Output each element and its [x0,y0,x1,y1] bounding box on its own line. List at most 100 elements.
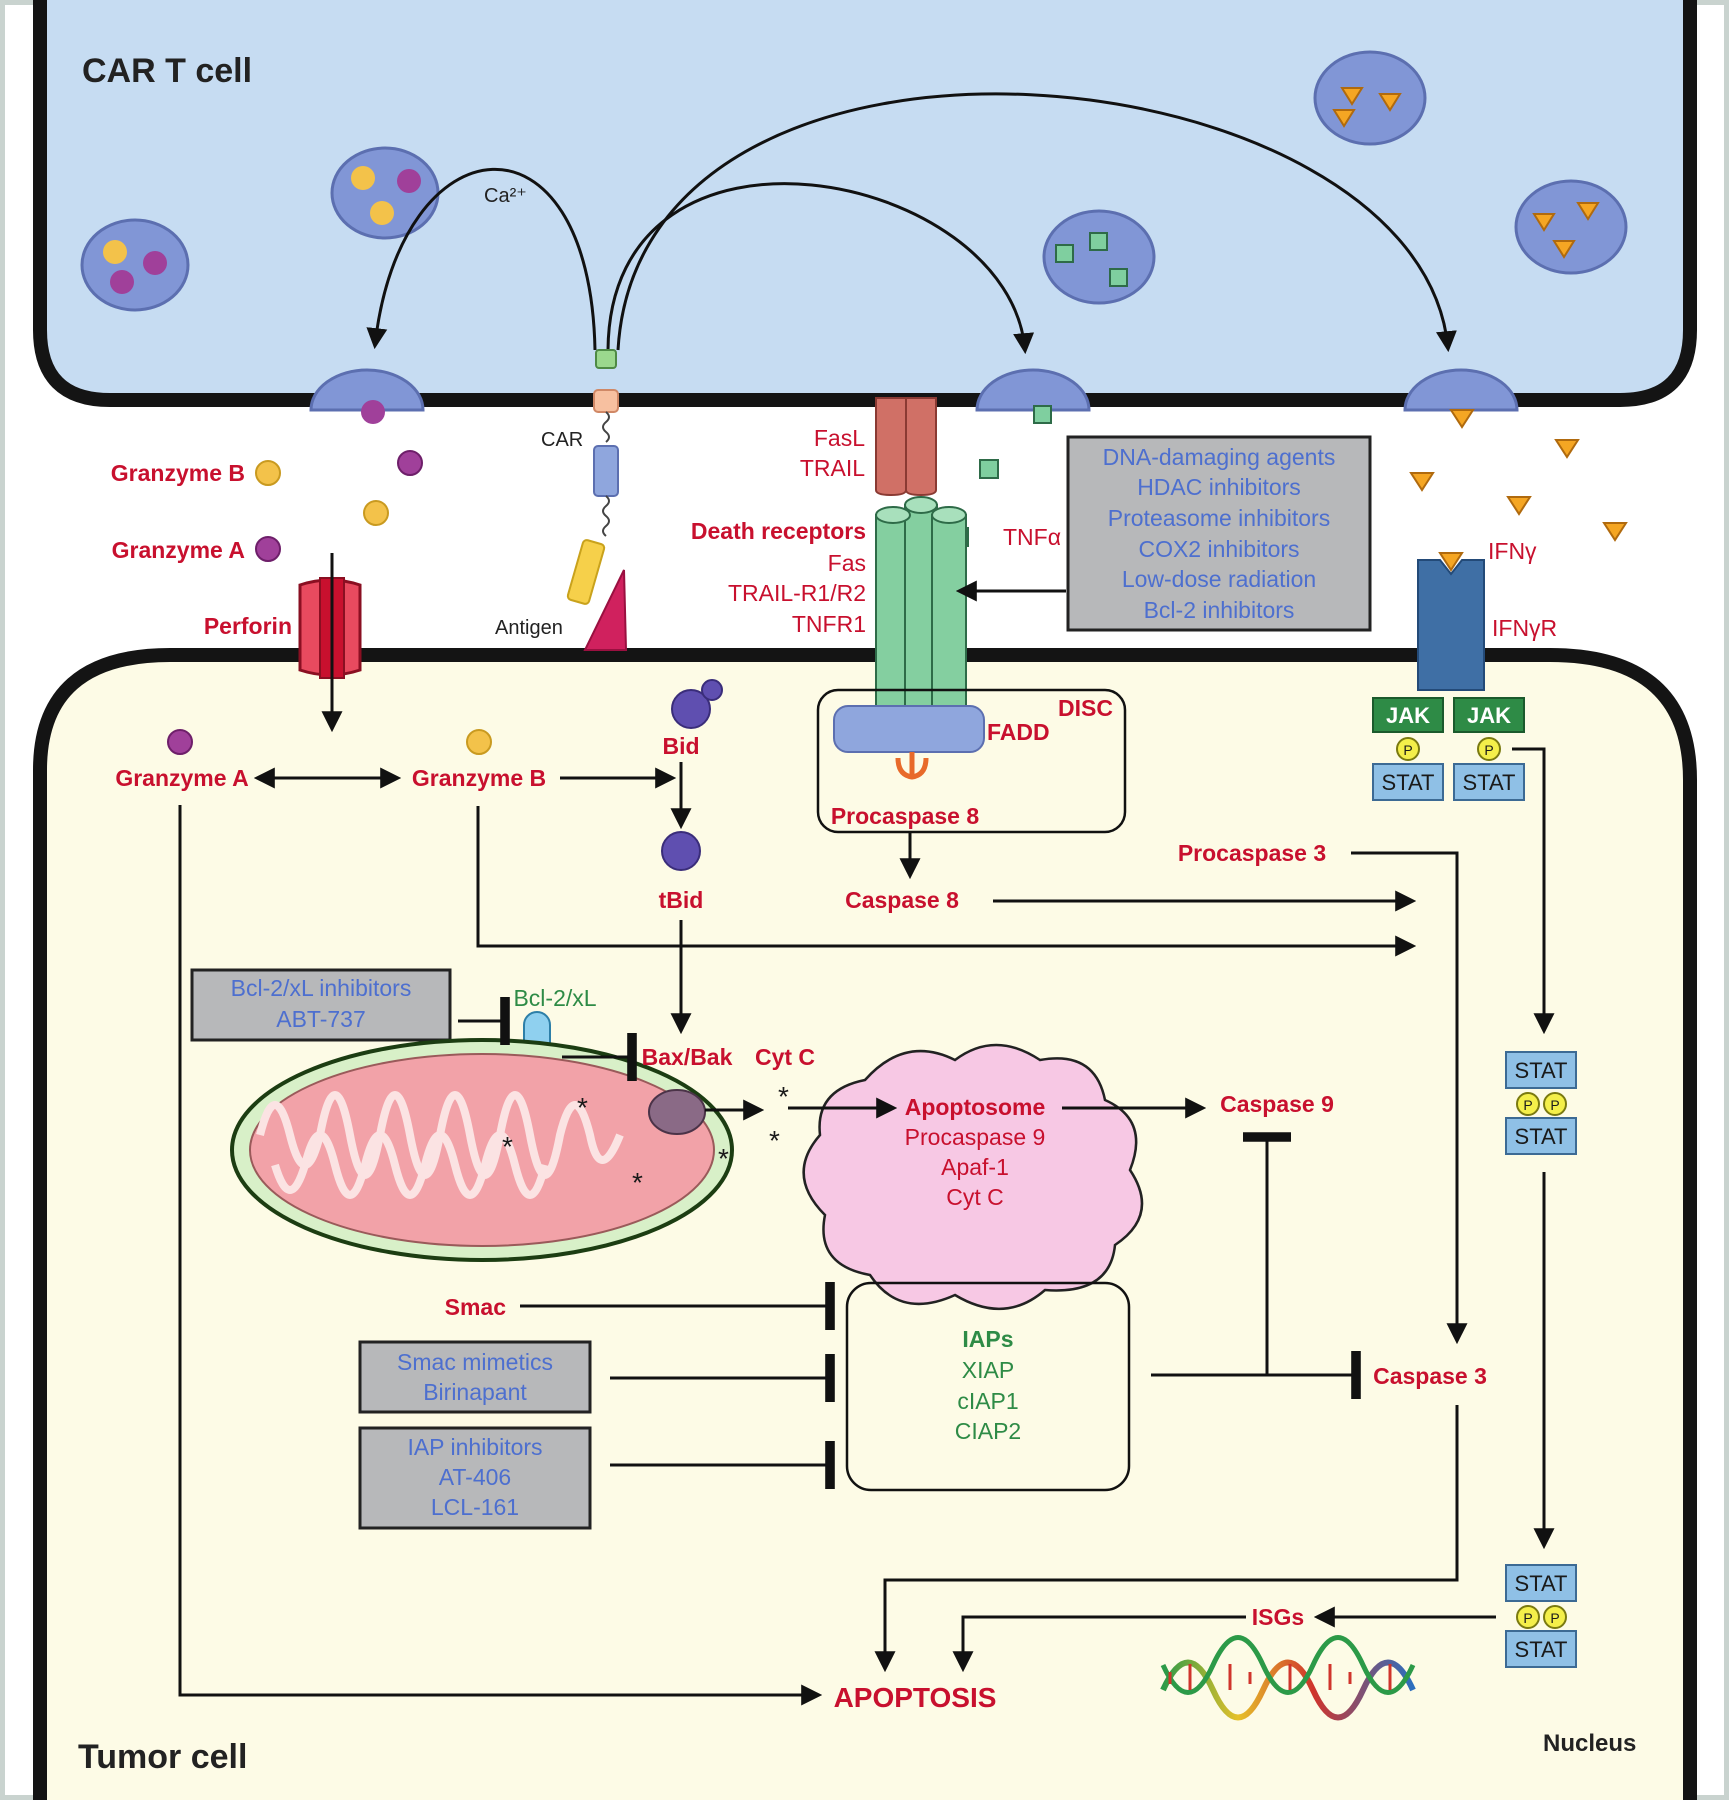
perforin-label: Perforin [204,613,292,639]
svg-text:JAK: JAK [1467,703,1511,728]
svg-text:STAT: STAT [1515,1124,1568,1149]
ifng-receptor [1417,559,1485,691]
svg-text:*: * [778,1081,789,1112]
svg-text:P: P [1523,1610,1532,1626]
procaspase3-label: Procaspase 3 [1178,840,1326,866]
svg-text:P: P [1403,742,1412,758]
stat-box: STAT [1453,763,1525,801]
svg-text:P: P [1550,1097,1559,1113]
car-t-cell-title: CAR T cell [82,52,252,90]
birinapant-label: Birinapant [423,1379,527,1405]
svg-text:Low-dose radiation: Low-dose radiation [1122,566,1316,592]
perforin-pore [298,577,362,679]
svg-text:P: P [1550,1610,1559,1626]
iap-inhibitors-box [358,1426,592,1530]
degranulating-vesicle [975,368,1091,412]
apoptosome-title: Apoptosome [905,1094,1046,1120]
smac-box-title: Smac mimetics [397,1349,553,1375]
caspase8-label: Caspase 8 [845,887,959,913]
car-label: CAR [541,429,583,451]
trail-label: TRAIL [800,455,865,481]
dna-helix-icon [1160,1635,1416,1721]
disc-box [816,688,1127,834]
abt737-label: ABT-737 [276,1006,366,1032]
tbid-label: tBid [659,887,704,913]
fasl-vesicle [1042,209,1156,305]
bax-bak-pore [648,1089,706,1135]
tnfr1-label: TNFR1 [792,611,866,637]
ifng-vesicle [1313,50,1427,146]
bax-bak-label: Bax/Bak [642,1044,733,1070]
procaspase8-label: Procaspase 8 [831,803,980,829]
apaf1-label: Apaf-1 [941,1154,1009,1180]
svg-text:STAT: STAT [1463,770,1516,795]
fadd [833,705,985,753]
bcl2-inhibitors-box [190,968,452,1042]
svg-text:COX2 inhibitors: COX2 inhibitors [1138,536,1299,562]
disc-label: DISC [1058,695,1113,721]
svg-text:STAT: STAT [1515,1058,1568,1083]
car-t-cell-membrane [33,0,1697,407]
svg-text:STAT: STAT [1515,1571,1568,1596]
fas-label: Fas [828,550,866,576]
bcl2-box-title: Bcl-2/xL inhibitors [231,975,412,1001]
svg-text:*: * [502,1131,513,1162]
svg-text:P: P [1484,742,1493,758]
stat-box: STAT [1372,763,1444,801]
stat-dimer-nuclear: STAT P P STAT [1505,1564,1577,1668]
iaps-title: IAPs [962,1326,1013,1352]
tumor-cell-title: Tumor cell [78,1738,247,1776]
svg-text:Bcl-2 inhibitors: Bcl-2 inhibitors [1144,597,1295,623]
calcium-label: Ca²⁺ [484,185,527,207]
fasl-label: FasL [814,425,865,451]
antigen-label: Antigen [495,617,563,639]
sensitizers-list: DNA-damaging agents HDAC inhibitors Prot… [1103,444,1336,623]
fasl-ligand [875,397,937,497]
bid-label: Bid [662,733,699,759]
bcl2xl-label: Bcl-2/xL [513,985,596,1011]
svg-text:DNA-damaging agents: DNA-damaging agents [1103,444,1336,470]
svg-text:P: P [1523,1097,1532,1113]
granzyme-vesicle [330,146,440,240]
ifngr-label: IFNγR [1492,615,1557,641]
svg-text:STAT: STAT [1515,1637,1568,1662]
apoptosis-label: APOPTOSIS [834,1682,997,1713]
ifng-label: IFNγ [1488,538,1537,564]
stat-dimer: STAT P P STAT [1505,1051,1577,1155]
death-receptors-title: Death receptors [691,518,866,544]
isgs-label: ISGs [1252,1604,1304,1630]
at406-label: AT-406 [439,1464,511,1490]
ciap2-label: CIAP2 [955,1418,1021,1444]
degranulating-vesicle [1403,368,1519,412]
caspase9-label: Caspase 9 [1220,1091,1334,1117]
granzyme-vesicle [80,218,190,312]
cytc-apoptosome-label: Cyt C [946,1184,1004,1210]
antigen-shape [583,569,628,651]
granzyme-b-intra-label: Granzyme B [412,765,546,791]
smac-label: Smac [445,1294,507,1320]
svg-text:*: * [632,1167,643,1198]
nucleus-label: Nucleus [1543,1730,1636,1757]
sensitizers-box [1066,435,1372,632]
tnfa-label: TNFα [1003,524,1061,550]
smac-mimetics-box [358,1340,592,1414]
granzyme-a-label: Granzyme A [112,537,245,563]
granzyme-b-label: Granzyme B [111,460,245,486]
svg-text:JAK: JAK [1386,703,1430,728]
trail-r-label: TRAIL-R1/R2 [728,580,866,606]
svg-text:*: * [718,1143,729,1174]
jak-box: JAK [1372,697,1444,733]
degranulating-vesicle [309,368,425,412]
mitochondrion [230,1038,734,1262]
ciap1-label: cIAP1 [957,1388,1018,1414]
svg-text:STAT: STAT [1382,770,1435,795]
jak-box: JAK [1453,697,1525,733]
procaspase9-label: Procaspase 9 [905,1124,1046,1150]
svg-text:*: * [769,1125,780,1156]
fadd-label: FADD [987,719,1050,745]
caspase3-label: Caspase 3 [1373,1363,1487,1389]
iaps-box [845,1281,1131,1492]
svg-text:Proteasome inhibitors: Proteasome inhibitors [1108,505,1330,531]
granzyme-a-intra-label: Granzyme A [115,765,248,791]
